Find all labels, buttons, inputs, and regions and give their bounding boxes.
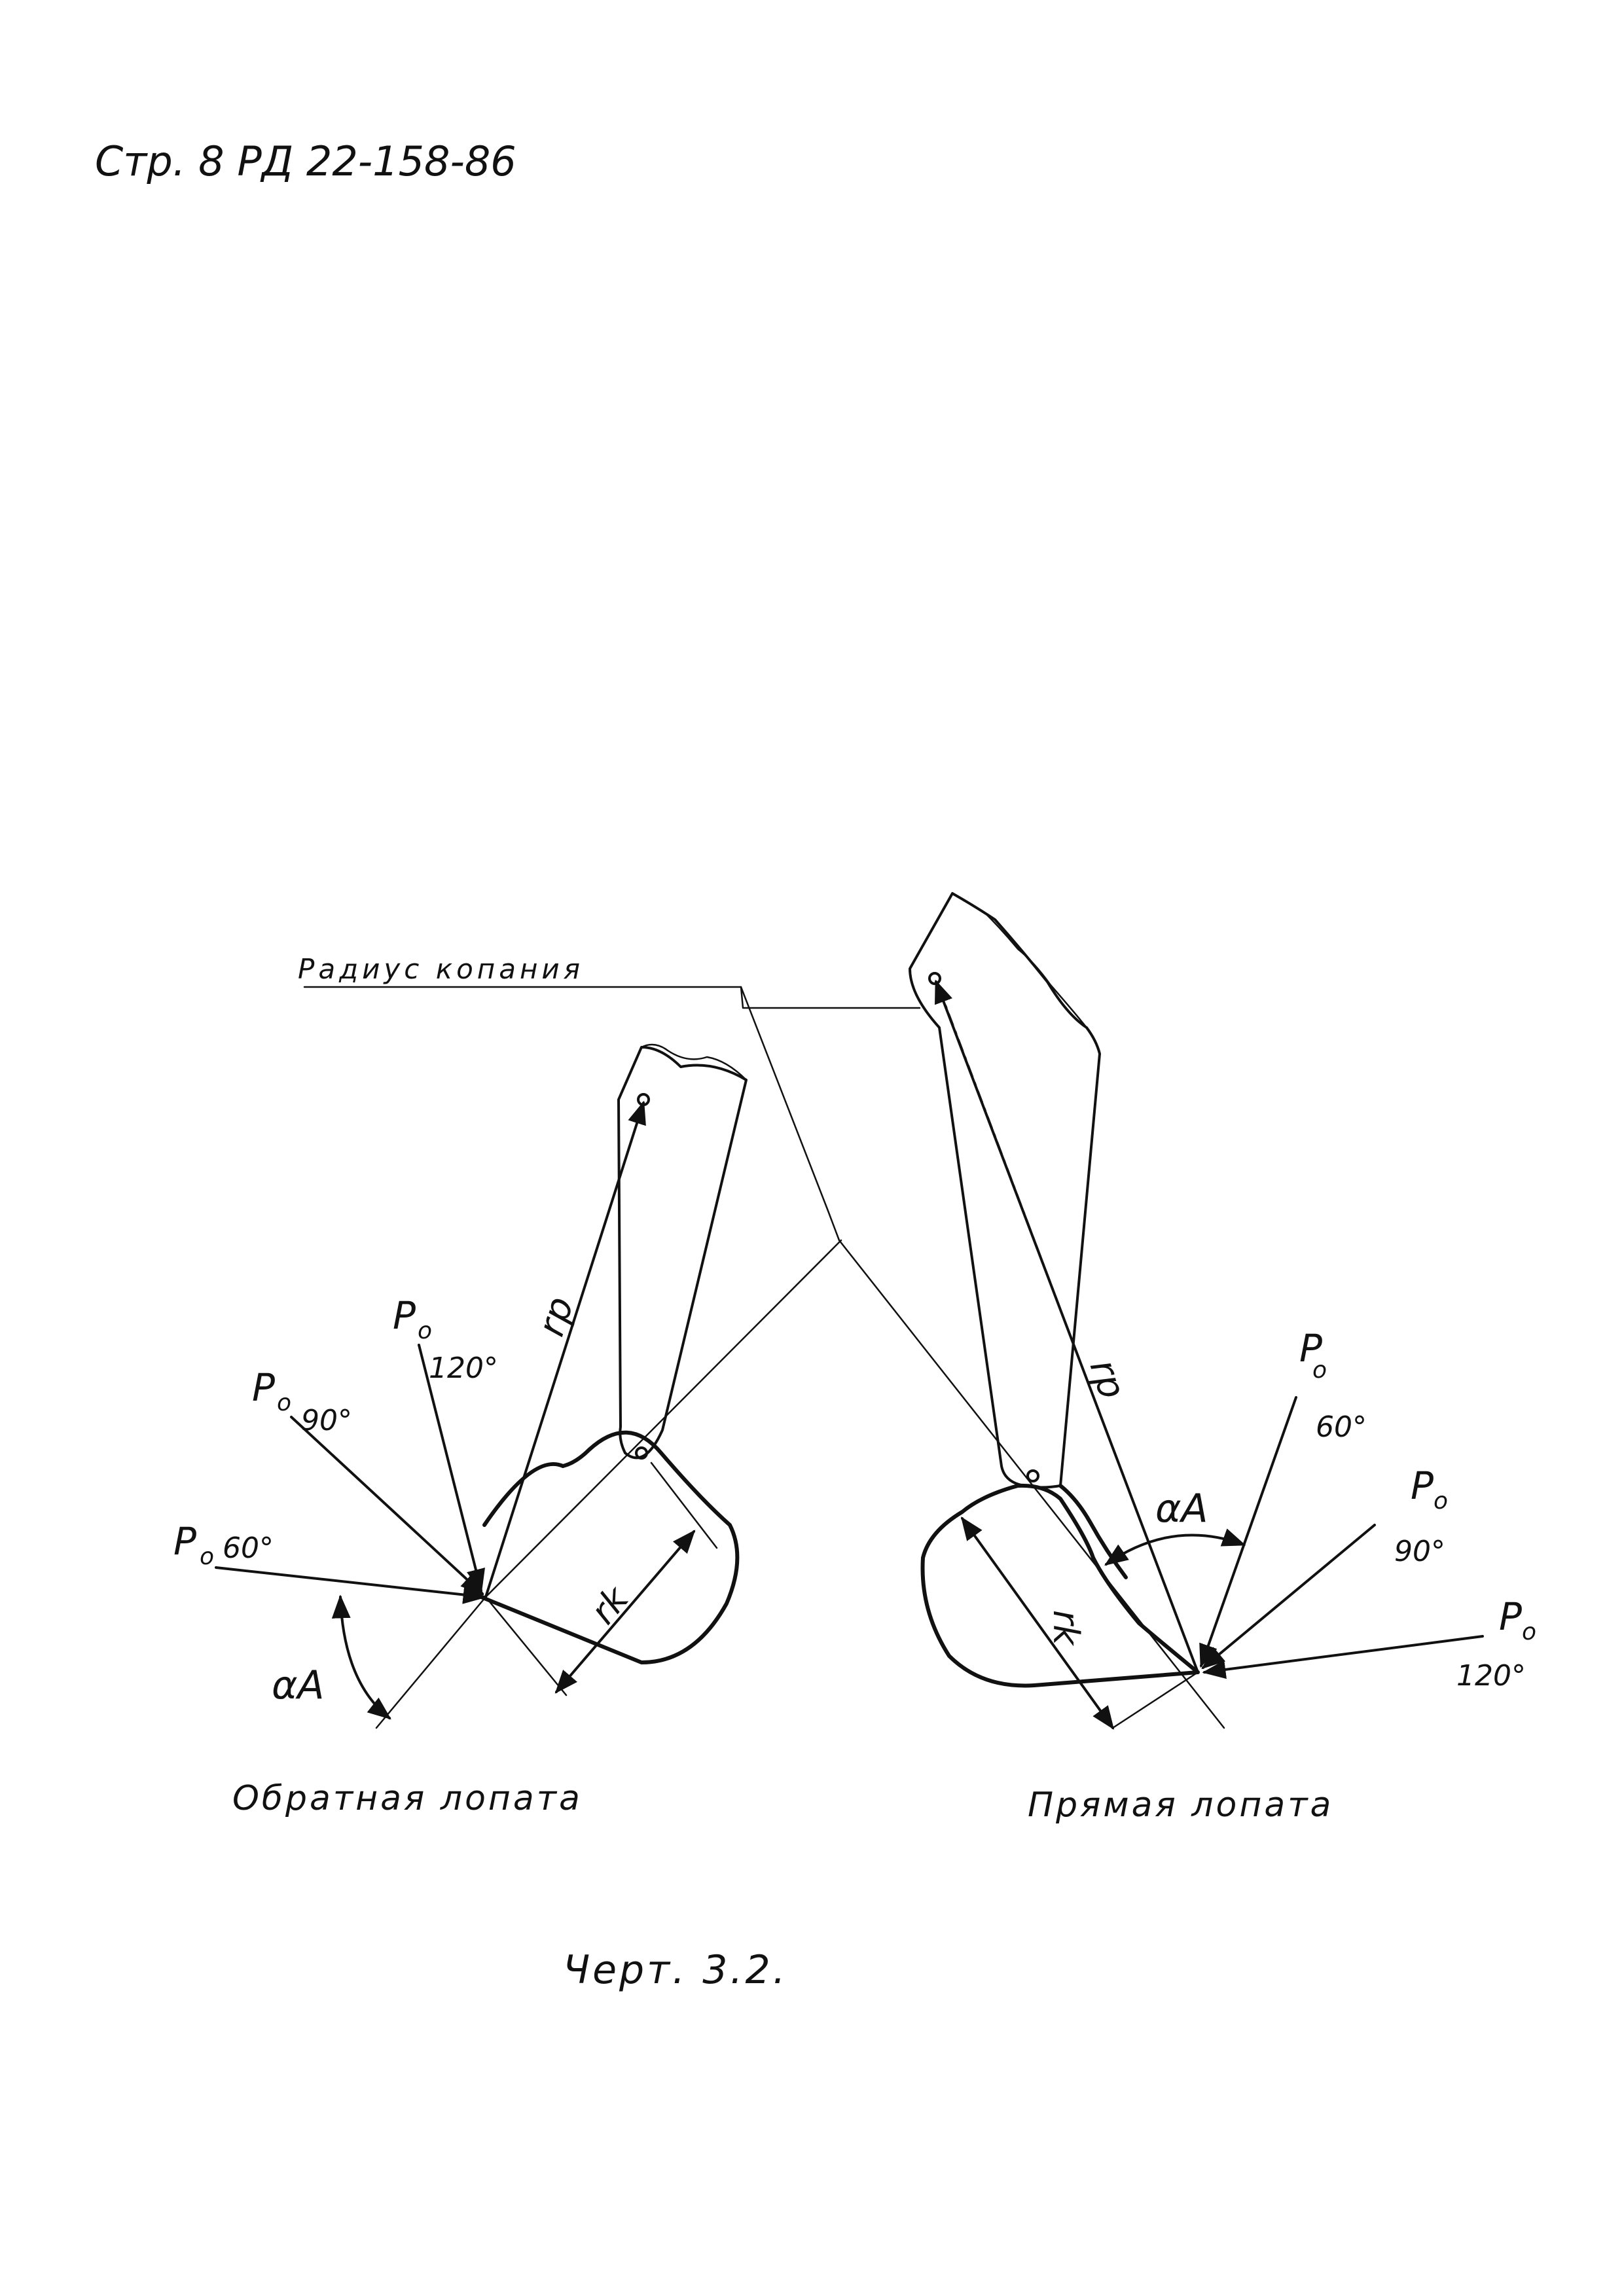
- backhoe-force-120-sub: o: [418, 1318, 432, 1344]
- backhoe-force-60-angle: 60°: [223, 1532, 274, 1565]
- front-shovel-force-90-arrow: [1201, 1524, 1376, 1670]
- backhoe-force-60-arrow: [215, 1566, 487, 1604]
- front-shovel-force-60-symbol: P: [1299, 1326, 1322, 1371]
- front-shovel-force-60-angle: 60°: [1316, 1410, 1367, 1444]
- backhoe-force-90-symbol: P: [252, 1365, 275, 1410]
- front-shovel-top-pivot: [928, 972, 941, 985]
- backhoe-tooth-normal: [484, 1596, 568, 1696]
- backhoe-bucket-pivot: [635, 1446, 648, 1460]
- backhoe-rk-label: rk: [583, 1577, 638, 1632]
- front-shovel-force-60-arrow: [1199, 1396, 1297, 1668]
- figure-caption: Черт. 3.2.: [563, 1947, 788, 1993]
- backhoe-rp-label: rp: [530, 1292, 582, 1342]
- front-shovel-rk-extension: [1111, 1671, 1199, 1729]
- front-shovel-diagram: rp rk αA P o 60° P o 90° P o 120°: [838, 892, 1536, 1730]
- digging-radius-label: Радиус копания: [298, 953, 584, 985]
- leader-to-backhoe: [740, 986, 840, 1242]
- front-shovel-bucket-pivot: [1026, 1469, 1039, 1482]
- backhoe-force-120-symbol: P: [393, 1293, 416, 1338]
- backhoe-alpha-label: αA: [272, 1662, 325, 1708]
- front-shovel-bucket-back: [1058, 1484, 1128, 1579]
- front-shovel-force-90-symbol: P: [1411, 1463, 1434, 1508]
- backhoe-stick: [617, 1046, 748, 1460]
- page-header: Стр. 8 РД 22-158-86: [95, 137, 516, 185]
- front-shovel-rk-label: rk: [1045, 1610, 1087, 1647]
- front-shovel-alpha-arc: [1104, 1528, 1246, 1566]
- front-shovel-force-120-arrow: [1202, 1635, 1484, 1679]
- front-shovel-caption: Прямая лопата: [1028, 1785, 1333, 1825]
- backhoe-force-90-arrow: [290, 1416, 484, 1596]
- digging-radius-callout: Радиус копания: [298, 953, 921, 1242]
- backhoe-rk-dimension: [554, 1530, 696, 1694]
- backhoe-bucket: [479, 1430, 740, 1664]
- backhoe-reference-line: [484, 1239, 842, 1598]
- front-shovel-force-60-sub: o: [1312, 1357, 1327, 1384]
- front-shovel-force-120-symbol: P: [1499, 1594, 1522, 1639]
- backhoe-force-60-symbol: P: [173, 1519, 196, 1564]
- backhoe-force-120-angle: 120°: [429, 1352, 498, 1385]
- front-shovel-force-120-sub: o: [1522, 1619, 1536, 1645]
- backhoe-stick-break: [640, 1043, 748, 1081]
- front-shovel-force-90-angle: 90°: [1394, 1535, 1445, 1568]
- leader-to-front-shovel: [740, 986, 921, 1009]
- backhoe-alpha-line: [375, 1596, 487, 1729]
- backhoe-force-90-angle: 90°: [301, 1404, 352, 1437]
- front-shovel-force-90-sub: o: [1434, 1488, 1448, 1515]
- backhoe-rk-extension: [650, 1462, 718, 1549]
- backhoe-alpha-arc: [331, 1594, 391, 1720]
- backhoe-force-120-arrow: [418, 1344, 486, 1593]
- backhoe-diagram: rp rk αA P o 60° P o 90° P o 120°: [173, 1043, 842, 1729]
- backhoe-rp-arrow: [484, 1100, 646, 1598]
- front-shovel-reference-line: [838, 1239, 1225, 1729]
- backhoe-force-90-sub: o: [277, 1390, 291, 1416]
- front-shovel-rp-label: rp: [1081, 1354, 1134, 1404]
- front-shovel-alpha-label: αA: [1155, 1486, 1208, 1532]
- backhoe-caption: Обратная лопата: [232, 1779, 583, 1818]
- backhoe-force-60-sub: o: [200, 1543, 214, 1570]
- front-shovel-stick-break: [951, 892, 1101, 1055]
- front-shovel-rk-dimension: [960, 1516, 1115, 1730]
- front-shovel-force-120-angle: 120°: [1456, 1659, 1526, 1693]
